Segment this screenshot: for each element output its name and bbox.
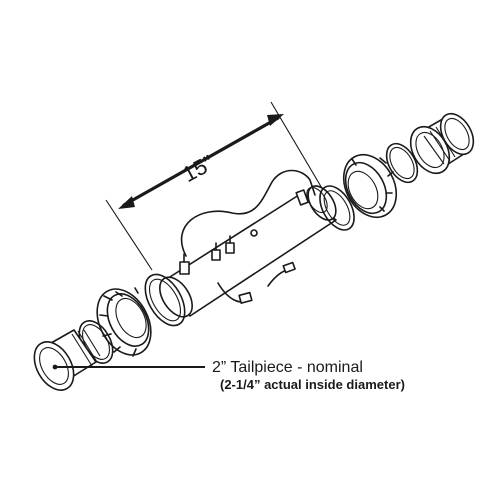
dimension-arrowhead-left bbox=[118, 196, 135, 209]
tailpiece-right bbox=[409, 112, 475, 175]
gasket-left-large bbox=[144, 273, 186, 327]
terminal-post-3 bbox=[225, 235, 235, 254]
dimension-arrowhead-right bbox=[267, 114, 284, 126]
dimension-extension-left bbox=[105, 199, 153, 271]
dimension-line bbox=[122, 116, 280, 207]
callout-title: 2” Tailpiece - nominal bbox=[212, 359, 363, 376]
gasket-right-large bbox=[319, 185, 355, 231]
callout-subtitle: (2-1/4” actual inside diameter) bbox=[220, 377, 405, 392]
sensor-port bbox=[250, 229, 258, 237]
terminal-post-2 bbox=[211, 242, 221, 261]
o-ring-right bbox=[385, 142, 419, 184]
union-nut-right bbox=[342, 153, 398, 219]
terminal-post-1 bbox=[179, 253, 190, 275]
wire-connector-bottom bbox=[238, 291, 253, 304]
wire-connector-right bbox=[282, 261, 296, 274]
heater-tube bbox=[159, 169, 337, 318]
wire-connector-top bbox=[295, 189, 309, 206]
sensor-wire-top bbox=[180, 169, 316, 257]
tube-right-inner bbox=[306, 186, 328, 214]
tailpiece-left bbox=[33, 329, 101, 391]
